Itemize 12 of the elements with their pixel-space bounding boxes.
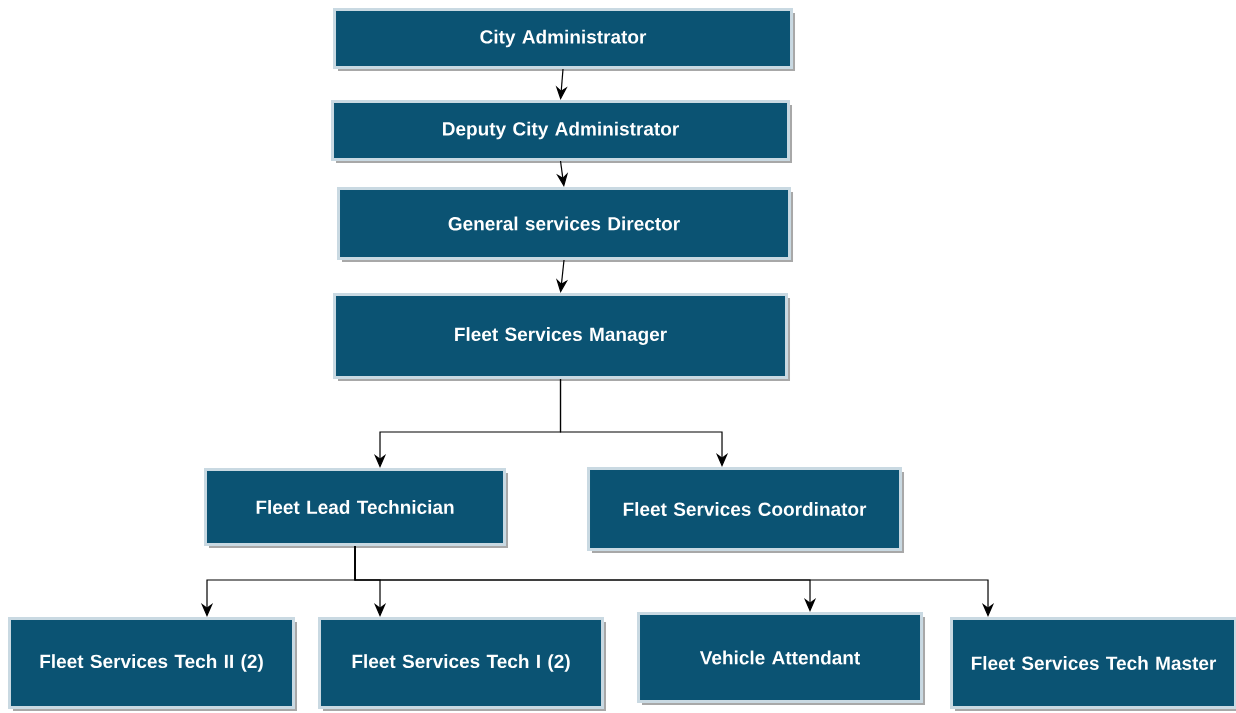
org-box: General services Director bbox=[337, 187, 793, 262]
org-box: Fleet Services Tech II (2) bbox=[8, 617, 297, 711]
org-box: City Administrator bbox=[333, 8, 795, 71]
org-box: Fleet Services Tech I (2) bbox=[318, 617, 606, 711]
org-box: Fleet Lead Technician bbox=[204, 468, 508, 548]
arrow bbox=[559, 378, 729, 467]
org-box: Deputy City Administrator bbox=[331, 100, 792, 163]
arrow bbox=[354, 545, 995, 617]
org-box: Vehicle Attendant bbox=[637, 612, 925, 705]
org-box: Fleet Services Manager bbox=[333, 293, 790, 381]
org-box: Fleet Services Tech Master bbox=[950, 617, 1236, 711]
org-box: Fleet Services Coordinator bbox=[587, 467, 904, 553]
